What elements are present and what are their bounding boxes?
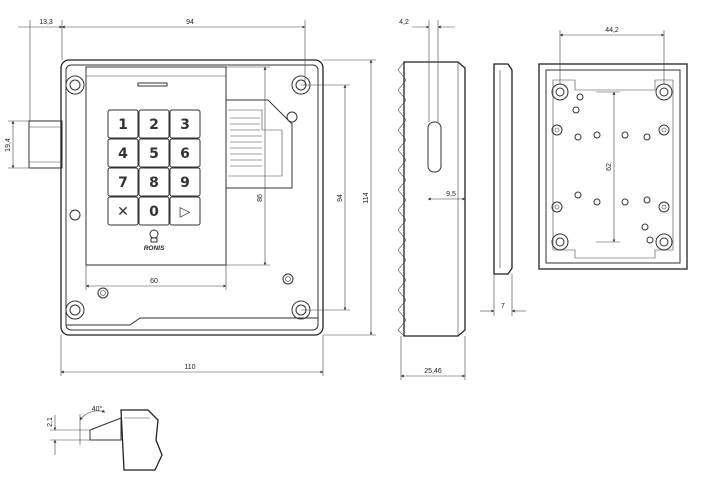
keypad-key-0-label: 0	[149, 204, 159, 220]
bolt-detail-dimensions: 40° 2,1	[47, 405, 106, 455]
dim-hole-height: 62	[606, 163, 613, 171]
keypad-key-enter	[169, 196, 201, 226]
keypad-key-9	[169, 167, 201, 197]
back-view: 44,2 62	[538, 27, 688, 270]
keypad-key-6-label: 6	[180, 146, 190, 162]
side-slot	[427, 121, 442, 173]
back-dimensions: 44,2 62	[559, 27, 665, 243]
dim-angle: 40°	[92, 405, 103, 413]
dim-face-offset: 4,2	[399, 19, 409, 26]
keypad-key-7-label: 7	[118, 175, 128, 191]
back-recess-profile	[552, 79, 674, 259]
keypad-key-4	[107, 138, 139, 168]
front-housing-inner	[65, 64, 319, 331]
keypad-key-enter-label: ▷	[180, 204, 191, 220]
side-dimensions: 4,2 9,5 25,46	[399, 19, 466, 380]
mounting-holes-front	[65, 75, 311, 320]
strike-plate-view: 7	[480, 63, 526, 316]
keypad-panel	[85, 66, 227, 266]
keypad-key-8-label: 8	[149, 175, 159, 191]
dim-plate-thickness: 7	[501, 303, 505, 310]
latch-window	[226, 99, 293, 189]
brand-logo: RONIS	[144, 229, 165, 252]
dim-hole-width: 44,2	[605, 27, 619, 34]
keypad-key-3	[169, 109, 201, 139]
side-body-profile	[397, 61, 407, 337]
strike-dimensions: 7	[480, 274, 526, 316]
keypad-key-5-label: 5	[149, 146, 159, 162]
keypad-key-cancel	[107, 196, 139, 226]
keypad-key-1	[107, 109, 139, 139]
bolt-detail: 40° 2,1	[47, 405, 163, 471]
front-housing-outline	[60, 59, 324, 336]
keypad-key-5	[138, 138, 170, 168]
small-holes-back	[572, 93, 654, 244]
keypad-key-cancel-label: ✕	[117, 204, 129, 220]
keypad-key-2-label: 2	[149, 117, 159, 133]
bolt-detail-outline	[120, 409, 163, 471]
dim-bolt-offset: 13,3	[39, 19, 53, 26]
back-housing-outline	[538, 63, 688, 270]
bolt	[28, 120, 63, 169]
side-view: 4,2 9,5 25,46	[397, 19, 466, 380]
dim-keypad-width: 60	[150, 278, 158, 285]
strike-plate-outline	[493, 63, 513, 275]
bolt-tip	[89, 417, 122, 441]
dim-thickness: 2,1	[47, 417, 54, 427]
brand-label: RONIS	[144, 245, 165, 252]
dim-slot-depth: 9,5	[446, 191, 456, 198]
keypad-key-3-label: 3	[180, 117, 190, 133]
dim-overall-height: 114	[363, 192, 370, 203]
keypad-keys: 1 2 3 4 5 6 7 8 9 ✕ 0 ▷	[107, 109, 201, 226]
dim-depth: 25,46	[424, 368, 442, 375]
screw-bosses-back	[551, 124, 670, 213]
keypad-key-6	[169, 138, 201, 168]
keypad-key-2	[138, 109, 170, 139]
front-dimensions: 13,3 94 19,4 86 94 114	[5, 19, 376, 376]
dim-overall-width: 110	[184, 364, 195, 371]
keypad-key-0	[138, 196, 170, 226]
keypad-key-9-label: 9	[180, 175, 190, 191]
keypad-key-4-label: 4	[118, 146, 128, 162]
dim-hole-spacing: 94	[337, 194, 344, 202]
keypad-key-8	[138, 167, 170, 197]
dim-bolt-height: 19,4	[5, 138, 12, 152]
dim-keypad-to-hole: 86	[257, 194, 264, 202]
keypad-key-7	[107, 167, 139, 197]
back-housing-inner	[545, 69, 681, 264]
dim-overall-inner-width: 94	[186, 19, 194, 26]
keypad-key-1-label: 1	[118, 117, 128, 133]
front-view: 1 2 3 4 5 6 7 8 9 ✕ 0 ▷ RONIS 13,3	[5, 19, 376, 376]
latch-hatch	[230, 117, 262, 167]
